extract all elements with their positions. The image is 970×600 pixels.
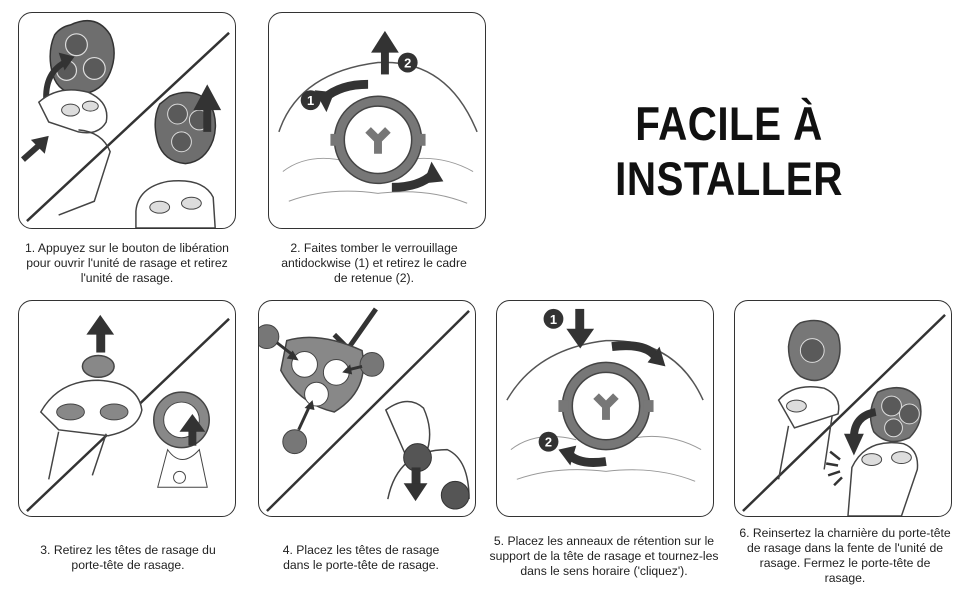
step-6-illustration <box>734 300 952 517</box>
click-indicator-icon <box>825 450 843 487</box>
marker-2-badge <box>538 431 559 452</box>
step-6-drawing <box>742 313 946 516</box>
step-3-illustration <box>18 300 236 517</box>
page-title: FACILE À INSTALLER <box>615 97 843 205</box>
marker-1-badge <box>300 90 321 111</box>
shaving-head-holder-icon <box>787 319 841 382</box>
marker-1-label: 1 <box>307 93 314 108</box>
shaving-head-holder-icon <box>49 19 115 95</box>
step-5-illustration: 1 2 <box>496 300 714 517</box>
step-5-drawing: 1 2 <box>506 308 704 482</box>
step-4-illustration <box>258 300 476 517</box>
marker-2-label: 2 <box>404 55 411 70</box>
shaving-head-icon <box>81 354 115 379</box>
step-2-illustration: 1 2 <box>268 12 486 229</box>
step-1-caption: 1. Appuyez sur le bouton de libération p… <box>25 241 229 285</box>
step-3-caption: 3. Retirez les têtes de rasage du porte-… <box>40 543 216 572</box>
retaining-ring-icon <box>330 95 426 185</box>
marker-1-label: 1 <box>550 312 557 327</box>
step-4-drawing <box>259 307 470 512</box>
step-6-caption: 6. Reinsertez la charnière du porte-tête… <box>739 526 951 585</box>
step-4-caption: 4. Placez les têtes de rasage dans le po… <box>282 543 440 572</box>
retaining-ring-icon <box>558 361 654 451</box>
shaving-unit-icon <box>869 386 922 443</box>
step-5-caption: 5. Placez les anneaux de rétention sur l… <box>489 534 719 578</box>
step-1-drawing <box>20 19 230 228</box>
step-2-caption: 2. Faites tomber le verrouillage antidoc… <box>281 241 467 285</box>
marker-2-badge <box>397 52 418 73</box>
step-3-drawing <box>26 314 230 512</box>
step-1-illustration <box>18 12 236 229</box>
cutter-icon <box>153 391 210 488</box>
marker-1-badge <box>543 308 564 329</box>
blade-holder-icon <box>259 324 385 455</box>
marker-2-label: 2 <box>545 435 552 450</box>
step-2-drawing: 1 2 <box>278 30 478 204</box>
